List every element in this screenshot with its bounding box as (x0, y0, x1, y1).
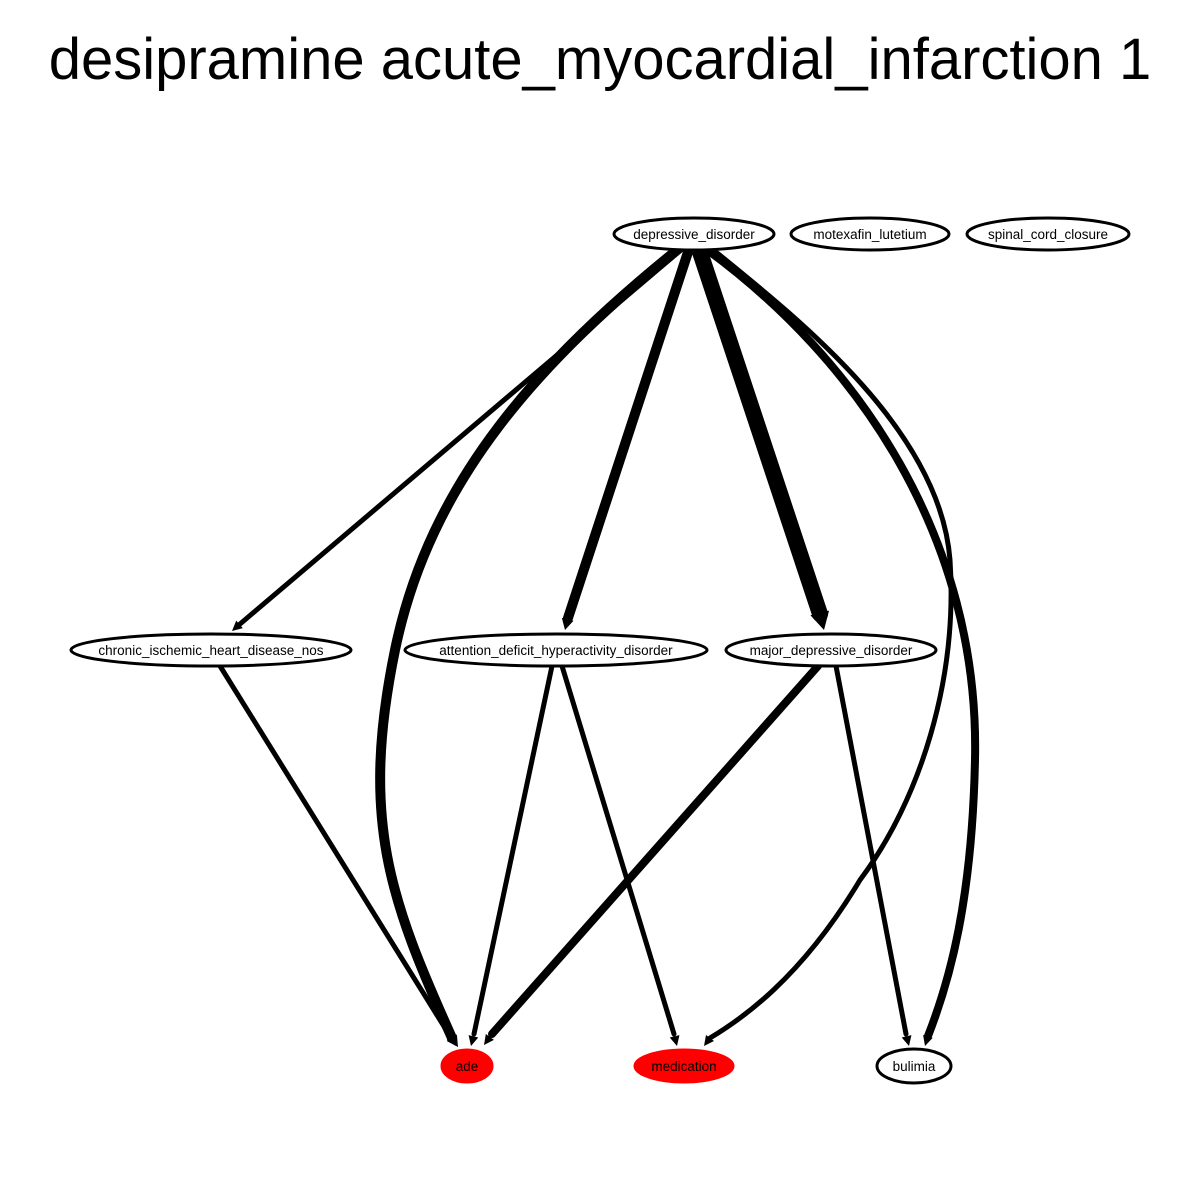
edge-arrowhead (446, 1034, 456, 1046)
edge-arrowhead (468, 1035, 479, 1046)
node-shape (69, 632, 353, 668)
node-bulimia[interactable]: bulimia (875, 1047, 953, 1085)
edge-line (703, 241, 954, 1041)
edge-major-depressive-disorder-to-bulimia (833, 663, 912, 1046)
edge-line (559, 663, 677, 1037)
graph-title: desipramine acute_myocardial_infarction … (48, 27, 1152, 92)
edge-line (833, 663, 909, 1037)
node-spinal-cord-closure[interactable]: spinal_cord_closure (965, 216, 1131, 252)
node-label: ade (456, 1059, 479, 1074)
edge-attention-deficit-hyperactivity-disorder-to-medication (559, 663, 680, 1046)
node-label: bulimia (893, 1059, 936, 1074)
node-chronic-ischemic-heart-disease-nos[interactable]: chronic_ischemic_heart_disease_nos (69, 632, 353, 668)
node-label: depressive_disorder (633, 227, 755, 242)
node-medication[interactable]: medication (633, 1048, 735, 1084)
node-ade[interactable]: ade (440, 1048, 494, 1084)
edge-line (471, 663, 555, 1037)
edge-arrowhead (810, 610, 830, 630)
edge-line (690, 238, 828, 622)
node-shape (789, 216, 951, 252)
edge-line (563, 241, 695, 623)
node-motexafin-lutetium[interactable]: motexafin_lutetium (789, 216, 951, 252)
edge-line (217, 663, 453, 1039)
edge-attention-deficit-hyperactivity-disorder-to-ade (468, 663, 555, 1046)
node-label: spinal_cord_closure (988, 227, 1108, 242)
edge-depressive-disorder-to-medication (703, 241, 954, 1046)
edge-line (698, 242, 980, 1040)
nodes-layer: depressive_disorder motexafin_lutetium s… (69, 216, 1131, 1085)
node-label: major_depressive_disorder (750, 643, 913, 658)
node-attention-deficit-hyperactivity-disorder[interactable]: attention_deficit_hyperactivity_disorder (403, 632, 709, 668)
edge-arrowhead (704, 1035, 714, 1046)
node-label: chronic_ischemic_heart_disease_nos (98, 643, 323, 658)
edge-arrowhead (561, 617, 574, 630)
node-label: motexafin_lutetium (813, 227, 926, 242)
edge-major-depressive-disorder-to-ade (484, 662, 822, 1045)
node-shape (724, 632, 938, 668)
edges-layer (217, 238, 980, 1047)
node-shape (965, 216, 1131, 252)
edge-arrowhead (901, 1035, 912, 1046)
edge-depressive-disorder-to-attention-deficit-hyperactivity-disorder (561, 241, 695, 630)
node-shape (440, 1048, 494, 1084)
node-shape (875, 1047, 953, 1085)
edge-line (488, 662, 822, 1038)
node-depressive-disorder[interactable]: depressive_disorder (612, 216, 776, 252)
edge-arrowhead (232, 620, 243, 631)
edge-depressive-disorder-to-bulimia (698, 242, 980, 1046)
node-shape (612, 216, 776, 252)
edge-line (375, 241, 687, 1043)
node-label: medication (651, 1059, 716, 1074)
edge-arrowhead (484, 1033, 494, 1045)
edge-chronic-ischemic-heart-disease-nos-to-ade (217, 663, 456, 1046)
node-shape (403, 632, 709, 668)
node-major-depressive-disorder[interactable]: major_depressive_disorder (724, 632, 938, 668)
node-shape (633, 1048, 735, 1084)
edge-arrowhead (669, 1035, 680, 1046)
edge-arrowhead (923, 1034, 933, 1046)
node-label: attention_deficit_hyperactivity_disorder (439, 643, 673, 658)
edge-depressive-disorder-to-major-depressive-disorder (690, 238, 830, 630)
